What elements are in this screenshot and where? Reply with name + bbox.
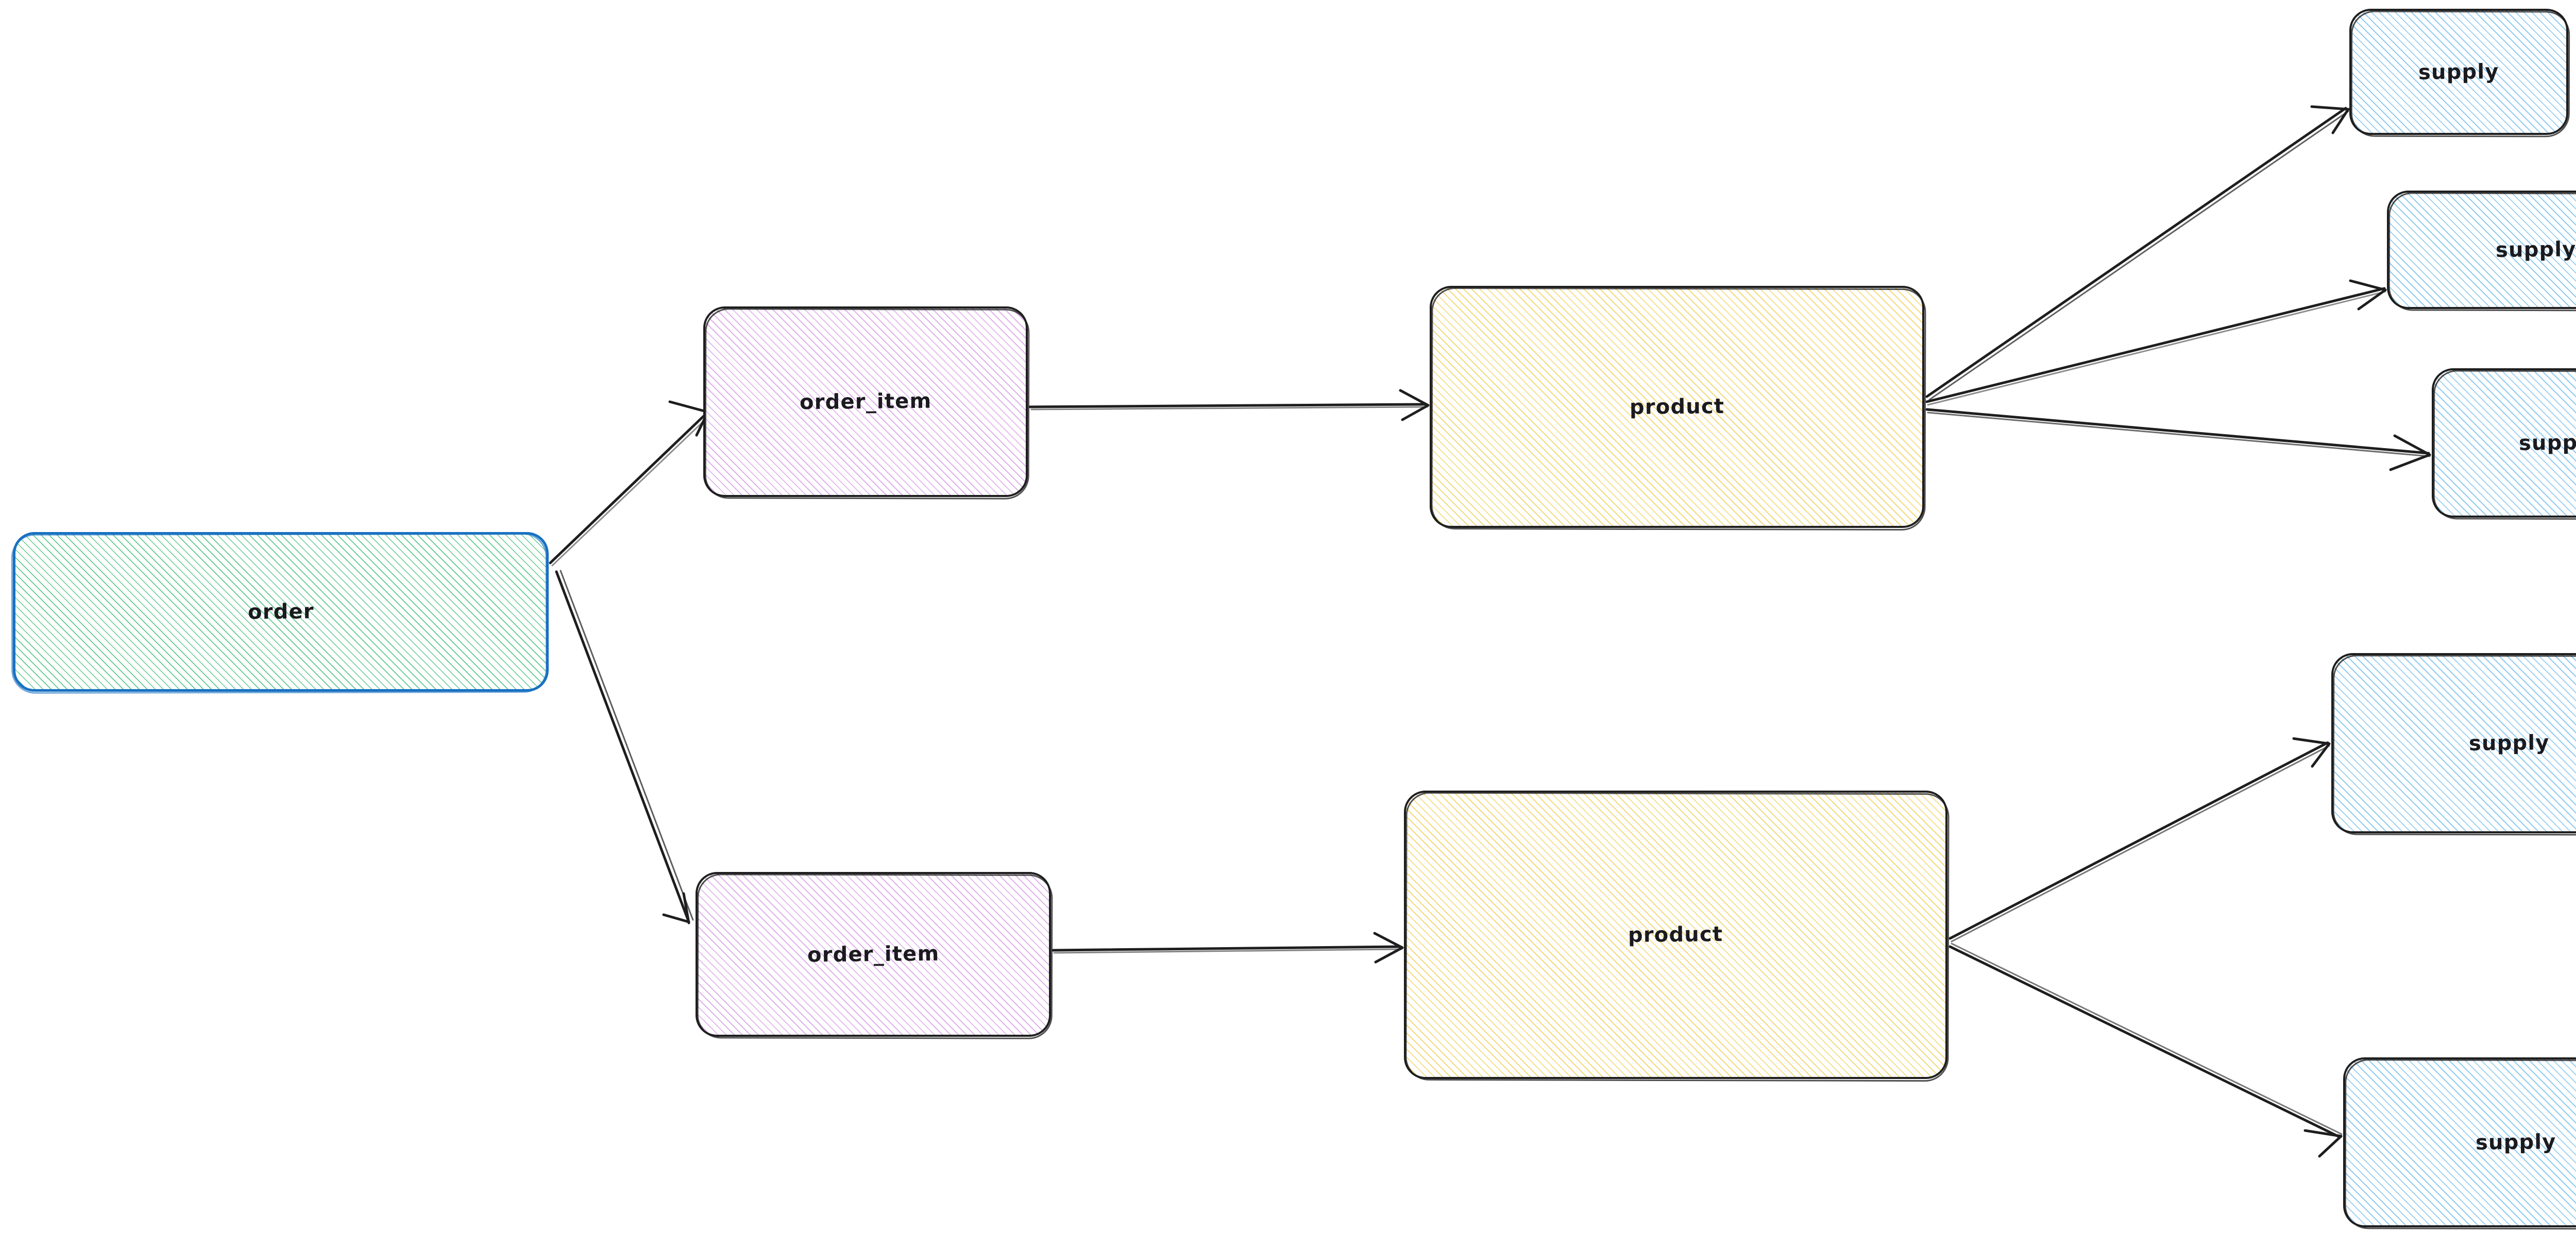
- edge-order-item-2-to-product-2: [1052, 932, 1404, 964]
- edge-product-1-to-supply-2: [1925, 279, 2387, 406]
- node-order-label: order: [247, 600, 314, 624]
- node-supply-3-fill: [2432, 368, 2576, 518]
- node-product-1[interactable]: product: [1430, 286, 1926, 531]
- node-product-2-fill: [1404, 791, 1947, 1079]
- edge-order-to-order-item-2: [555, 570, 694, 924]
- edge-order-to-order-item-1: [549, 400, 711, 567]
- edge-product-1-to-supply-3: [1925, 408, 2431, 471]
- node-order-item-1-label: order_item: [799, 389, 932, 415]
- node-supply-1[interactable]: supply: [2349, 9, 2570, 138]
- node-order-item-2[interactable]: order_item: [696, 872, 1053, 1039]
- node-supply-3[interactable]: supply: [2432, 368, 2576, 520]
- node-order-item-2-label: order_item: [807, 941, 940, 967]
- node-supply-5-fill: [2343, 1057, 2576, 1227]
- edge-product-2-to-supply-5: [1948, 943, 2343, 1158]
- edge-product-1-to-supply-1: [1925, 105, 2350, 401]
- node-supply-5-label: supply: [2475, 1130, 2556, 1155]
- node-supply-4-label: supply: [2468, 731, 2550, 756]
- node-supply-2-fill: [2387, 191, 2576, 309]
- node-supply-5[interactable]: supply: [2343, 1057, 2576, 1230]
- node-supply-1-fill: [2349, 9, 2568, 135]
- node-supply-2[interactable]: supply: [2387, 191, 2576, 312]
- node-product-2-label: product: [1628, 922, 1723, 947]
- edge-order-item-1-to-product-1: [1028, 389, 1430, 421]
- node-supply-3-label: supply: [2518, 431, 2576, 455]
- node-supply-4-fill: [2331, 653, 2576, 833]
- edge-product-2-to-supply-4: [1948, 737, 2331, 943]
- node-order-fill: [13, 532, 549, 692]
- node-supply-1-label: supply: [2418, 59, 2500, 84]
- node-product-2[interactable]: product: [1404, 791, 1950, 1082]
- node-order-item-1[interactable]: order_item: [703, 306, 1030, 500]
- node-supply-2-label: supply: [2495, 237, 2576, 262]
- node-order[interactable]: order: [11, 532, 549, 694]
- node-supply-4[interactable]: supply: [2331, 653, 2576, 836]
- node-order-item-1-fill: [703, 306, 1028, 497]
- node-product-1-label: product: [1629, 395, 1725, 419]
- node-order-item-2-fill: [696, 872, 1051, 1037]
- node-product-1-fill: [1430, 286, 1924, 528]
